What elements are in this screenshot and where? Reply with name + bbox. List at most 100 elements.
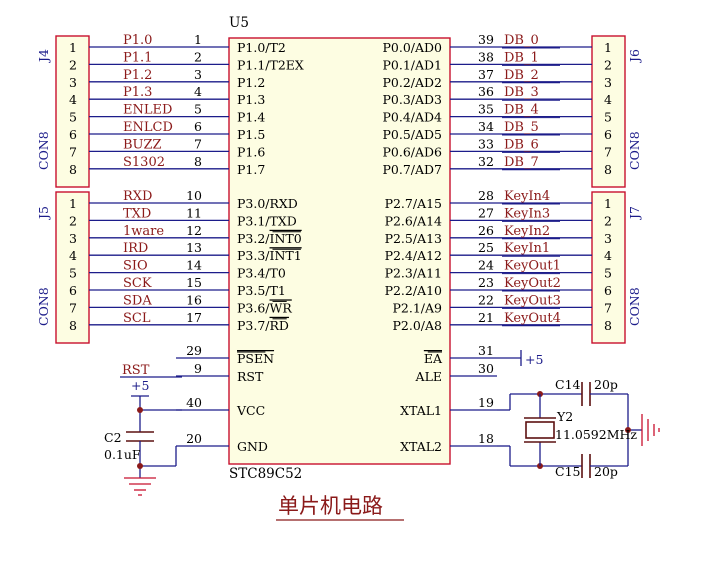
net-label-ird: IRD	[123, 241, 148, 256]
connector-j4-type: CON8	[36, 131, 51, 170]
mcu-pin-16-number: 16	[186, 292, 202, 307]
mcu-pin-19-label: XTAL1	[400, 403, 442, 418]
net-label-keyin3: KeyIn3	[504, 206, 550, 221]
mcu-pin-37-label: P0.2/AD2	[382, 75, 442, 90]
mcu-pin-10-label: P3.0/RXD	[237, 196, 298, 211]
mcu-pin-33-label: P0.6/AD6	[382, 144, 442, 159]
mcu-pin-23-number: 23	[478, 275, 494, 290]
mcu-pin-40-number: 40	[186, 395, 202, 410]
net-label-p1-2: P1.2	[123, 68, 152, 83]
net-label-db-1: DB_1	[504, 50, 539, 65]
mcu-pin-38-number: 38	[478, 49, 494, 64]
net-label-sio: SIO	[123, 259, 148, 274]
connector-j7-body	[591, 191, 626, 344]
mcu-pin-32-number: 32	[478, 154, 494, 169]
connector-j7-type: CON8	[627, 287, 642, 326]
mcu-pin-23-label: P2.2/A10	[385, 283, 442, 298]
schematic-title: 单片机电路	[278, 494, 383, 518]
mcu-designator: U5	[229, 15, 249, 31]
mcu-pin-7-label: P1.6	[237, 144, 265, 159]
mcu-pin-3-label: P1.2	[237, 75, 265, 90]
net-label-keyout1: KeyOut1	[504, 259, 561, 274]
net-label-enled: ENLED	[123, 103, 172, 118]
mcu-pin-7-number: 7	[194, 136, 202, 151]
mcu-pin-25-number: 25	[478, 240, 494, 255]
rst-net-label: RST	[122, 363, 150, 378]
gnd2-junction-dot	[625, 427, 631, 433]
connector-j5-pin-4: 4	[69, 248, 77, 263]
connector-j4-body	[55, 35, 90, 188]
c15-designator: C15	[555, 464, 580, 479]
connector-j5-type: CON8	[36, 287, 51, 326]
connector-j5-pin-3: 3	[69, 231, 77, 246]
connector-j6-designator: J6	[627, 49, 642, 64]
mcu-pin-27-number: 27	[478, 205, 494, 220]
net-label-keyin1: KeyIn1	[504, 241, 550, 256]
connector-j7-designator: J7	[627, 206, 642, 221]
mcu-pin-35-number: 35	[478, 102, 494, 117]
mcu-pin-28-number: 28	[478, 188, 494, 203]
connector-j7-pin-5: 5	[604, 266, 612, 281]
mcu-pin-30-label: ALE	[415, 369, 442, 384]
mcu-pin-12-label: P3.2/INT0	[237, 231, 302, 246]
net-label-sda: SDA	[123, 293, 152, 308]
connector-j7-pin-1: 1	[604, 196, 612, 211]
vcc-supply-label: +5	[131, 378, 149, 393]
mcu-pin-8-label: P1.7	[237, 162, 265, 177]
c14-designator: C14	[555, 377, 581, 392]
net-label-s1302: S1302	[123, 155, 165, 170]
net-label-keyin2: KeyIn2	[504, 224, 550, 239]
connector-j7-pin-7: 7	[604, 300, 612, 315]
mcu-pin-31-label: EA	[424, 351, 443, 366]
mcu-pin-31-number: 31	[478, 343, 494, 358]
mcu-pin-9-number: 9	[194, 361, 202, 376]
mcu-pin-36-number: 36	[478, 84, 494, 99]
mcu-pin-17-label: P3.7/RD	[237, 318, 289, 333]
net-label-1ware: 1ware	[123, 224, 164, 239]
c14-value: 20p	[594, 377, 618, 392]
vcc-junction-dot	[137, 407, 143, 413]
c2-value: 0.1uF	[104, 447, 141, 462]
mcu-pin-37-number: 37	[478, 67, 494, 82]
connector-j5-pin-2: 2	[69, 213, 77, 228]
connector-j6-pin-6: 6	[604, 127, 612, 142]
mcu-pin-26-label: P2.5/A13	[385, 231, 442, 246]
net-label-scl: SCL	[123, 311, 151, 326]
mcu-pin-16-label: P3.6/WR	[237, 300, 292, 315]
mcu-pin-4-number: 4	[194, 84, 202, 99]
mcu-pin-10-number: 10	[186, 188, 202, 203]
mcu-pin-24-label: P2.3/A11	[385, 266, 442, 281]
net-label-db-6: DB_6	[504, 137, 539, 152]
mcu-pin-40-label: VCC	[236, 403, 265, 418]
mcu-pin-13-number: 13	[186, 240, 202, 255]
net-label-db-4: DB_4	[504, 103, 539, 118]
connector-j7-pin-4: 4	[604, 248, 612, 263]
connector-j6-pin-4: 4	[604, 92, 612, 107]
mcu-pin-13-label: P3.3/INT1	[237, 248, 302, 263]
connector-j5-pin-8: 8	[69, 318, 77, 333]
crystal-frequency: 11.0592MHz	[555, 427, 637, 442]
mcu-pin-22-label: P2.1/A9	[393, 300, 443, 315]
net-label-keyout2: KeyOut2	[504, 276, 561, 291]
mcu-pin-15-label: P3.5/T1	[237, 283, 286, 298]
mcu-pin-36-label: P0.3/AD3	[382, 92, 442, 107]
mcu-pin-12-number: 12	[186, 223, 202, 238]
net-label-keyin4: KeyIn4	[504, 189, 550, 204]
net-label-p1-3: P1.3	[123, 85, 152, 100]
net-label-db-0: DB_0	[504, 33, 539, 48]
mcu-pin-28-label: P2.7/A15	[385, 196, 442, 211]
crystal-designator: Y2	[556, 409, 573, 424]
connector-j4-pin-7: 7	[69, 144, 77, 159]
mcu-pin-22-number: 22	[478, 292, 494, 307]
mcu-pin-11-label: P3.1/TXD	[237, 213, 297, 228]
mcu-pin-33-number: 33	[478, 136, 494, 151]
connector-j4-pin-6: 6	[69, 127, 77, 142]
net-label-rxd: RXD	[123, 189, 152, 204]
connector-j6-pin-8: 8	[604, 162, 612, 177]
connector-j5-pin-1: 1	[69, 196, 77, 211]
mcu-pin-15-number: 15	[186, 275, 202, 290]
mcu-pin-27-label: P2.6/A14	[385, 213, 442, 228]
mcu-pin-34-label: P0.5/AD5	[382, 127, 442, 142]
